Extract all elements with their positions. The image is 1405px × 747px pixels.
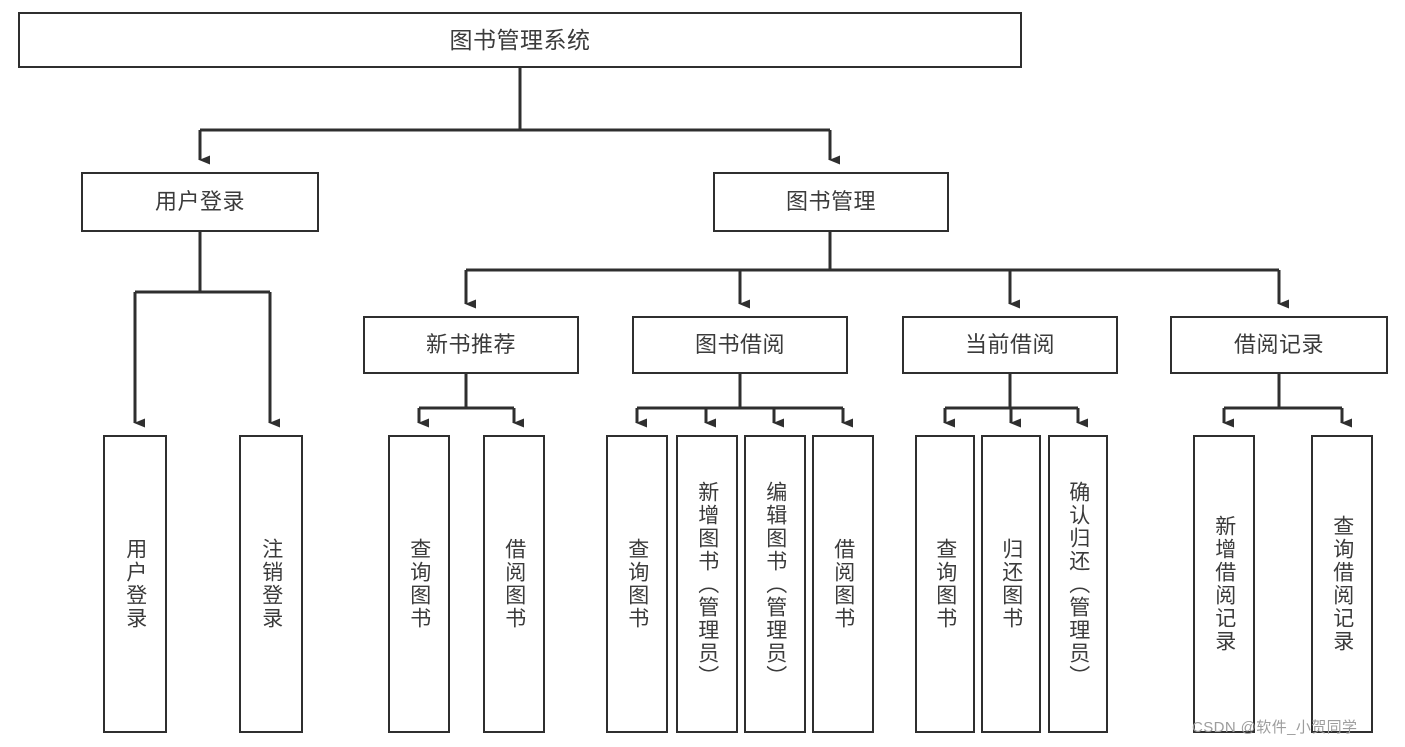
leaf-borrow-add-book-admin[interactable]: 新增图书（管理员） — [676, 435, 738, 733]
node-borrow-record[interactable]: 借阅记录 — [1170, 316, 1388, 374]
node-current-borrow[interactable]: 当前借阅 — [902, 316, 1118, 374]
leaf-user-logout[interactable]: 注销登录 — [239, 435, 303, 733]
node-label: 用户登录 — [154, 189, 245, 215]
node-book-borrow[interactable]: 图书借阅 — [632, 316, 848, 374]
leaf-borrow-edit-book-admin[interactable]: 编辑图书（管理员） — [744, 435, 806, 733]
node-label: 编辑图书（管理员） — [763, 480, 787, 688]
node-label: 图书借阅 — [694, 332, 785, 358]
node-label: 查询图书 — [407, 538, 431, 630]
node-label: 借阅图书 — [831, 538, 855, 630]
node-label: 新增图书（管理员） — [695, 480, 719, 688]
node-label: 归还图书 — [999, 538, 1023, 630]
leaf-user-login[interactable]: 用户登录 — [103, 435, 167, 733]
leaf-current-return-book[interactable]: 归还图书 — [981, 435, 1041, 733]
node-label: 查询借阅记录 — [1330, 515, 1354, 653]
node-new-book-recommend[interactable]: 新书推荐 — [363, 316, 579, 374]
node-label: 借阅图书 — [502, 538, 526, 630]
node-user-login[interactable]: 用户登录 — [81, 172, 319, 232]
node-label: 图书管理系统 — [449, 26, 591, 53]
leaf-borrow-lend-book[interactable]: 借阅图书 — [812, 435, 874, 733]
leaf-record-add-record[interactable]: 新增借阅记录 — [1193, 435, 1255, 733]
node-label: 新书推荐 — [425, 332, 516, 358]
node-label: 借阅记录 — [1233, 332, 1324, 358]
leaf-newbook-query-book[interactable]: 查询图书 — [388, 435, 450, 733]
node-label: 查询图书 — [625, 538, 649, 630]
leaf-current-confirm-return-admin[interactable]: 确认归还（管理员） — [1048, 435, 1108, 733]
node-label: 新增借阅记录 — [1212, 515, 1236, 653]
node-label: 注销登录 — [259, 538, 283, 630]
leaf-current-query-book[interactable]: 查询图书 — [915, 435, 975, 733]
node-book-management-system[interactable]: 图书管理系统 — [18, 12, 1022, 68]
leaf-newbook-borrow-book[interactable]: 借阅图书 — [483, 435, 545, 733]
node-label: 图书管理 — [785, 189, 876, 215]
node-label: 查询图书 — [933, 538, 957, 630]
node-label: 当前借阅 — [964, 332, 1055, 358]
node-label: 用户登录 — [123, 538, 147, 630]
watermark-text: CSDN @软件_小贺同学 — [1192, 719, 1358, 736]
node-label: 确认归还（管理员） — [1066, 480, 1090, 688]
leaf-record-query-record[interactable]: 查询借阅记录 — [1311, 435, 1373, 733]
leaf-borrow-query-book[interactable]: 查询图书 — [606, 435, 668, 733]
node-book-management[interactable]: 图书管理 — [713, 172, 949, 232]
